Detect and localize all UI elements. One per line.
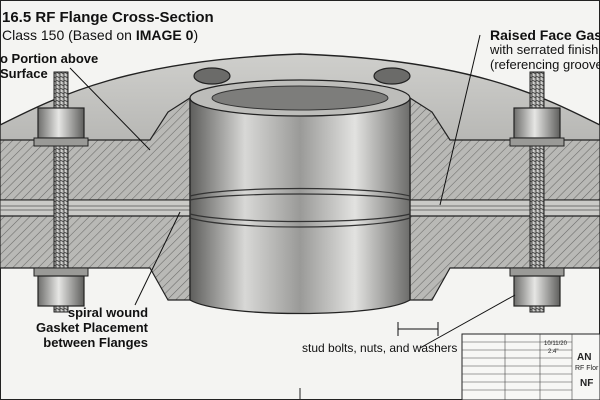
lower-flange-section-left — [0, 215, 191, 301]
title-block — [461, 333, 600, 400]
leader-studs — [419, 294, 516, 349]
left-stud-bolt — [33, 71, 89, 313]
callout-upper-portion-line2: Surface — [0, 65, 48, 81]
callout-gasket-line2: Gasket Placement — [36, 319, 149, 335]
title-block-corner-2: RF Flor — [575, 365, 599, 372]
callout-upper-portion: o Portion above Surface — [0, 51, 99, 82]
right-upper-washer — [509, 137, 565, 147]
callout-raised-face: Raised Face Gasket with serrated finish … — [490, 27, 600, 73]
title-block-corner-3: NF — [580, 378, 594, 389]
title-block-size: 2.4" — [548, 349, 559, 355]
bolt-hole-left — [193, 67, 231, 85]
callout-upper-portion-line1: o Portion above — [0, 51, 99, 66]
right-lower-washer — [509, 267, 565, 277]
right-upper-nut — [513, 107, 561, 139]
bolt-hole-right — [373, 67, 411, 85]
title-block-date: 10/11/20 — [544, 341, 567, 347]
callout-raised-face-title: Raised Face Gasket — [490, 27, 600, 43]
left-lower-nut — [37, 275, 85, 307]
title-block-corner-1: AN — [577, 352, 592, 363]
left-lower-washer — [33, 267, 89, 277]
callout-gasket: spiral wound Gasket Placement between Fl… — [36, 305, 149, 351]
callout-raised-face-line1: with serrated finish pro — [490, 42, 600, 58]
drawing-subtitle: Class 150 (Based on IMAGE 0) — [2, 27, 198, 43]
right-stud-bolt — [509, 71, 565, 313]
leader-gasket — [134, 211, 181, 306]
left-upper-nut — [37, 107, 85, 139]
callout-studs: stud bolts, nuts, and washers — [302, 341, 458, 355]
subtitle-bold: IMAGE 0 — [135, 27, 194, 43]
left-upper-washer — [33, 137, 89, 147]
callout-gasket-line1: spiral wound — [67, 305, 149, 320]
subtitle-suffix: ) — [193, 27, 199, 43]
callout-gasket-line3: between Flanges — [43, 334, 149, 350]
drawing-title: 16.5 RF Flange Cross-Section — [2, 9, 214, 26]
pipe-bore — [189, 91, 411, 315]
right-lower-nut — [513, 275, 561, 307]
lower-flange-section-right — [409, 215, 600, 301]
leader-raised-face — [439, 34, 481, 206]
subtitle-prefix: Class 150 (Based on — [2, 27, 136, 43]
leader-left-note — [69, 67, 151, 151]
